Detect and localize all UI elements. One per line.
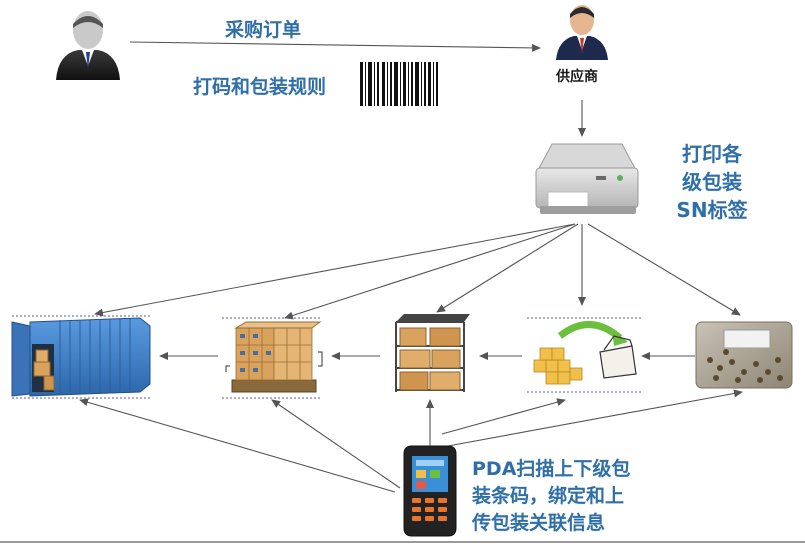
print-label-line-2: 级包装 [682,170,742,194]
print-labels-text: 打印各 级包装 SN标签 [652,140,772,224]
arrow-pda-to-item [447,389,743,447]
pallet-icon [225,321,323,393]
arrow-buyer-to-supplier [129,41,541,52]
pda-scanner-icon [403,445,457,537]
arrow-printer-to-container [94,223,576,317]
arrow-printer-to-pallet [284,223,576,320]
arrow-pda-to-container [79,398,396,493]
bottom-divider [0,541,805,543]
print-label-line-3: SN标签 [676,198,748,222]
label-printer-icon [535,143,639,214]
barcode-icon [360,62,438,106]
arrow-printer-to-shelf [436,223,579,313]
supplier-label: 供应商 [556,69,598,85]
arrow-pda-to-pallet [271,399,401,489]
coding-rules-label: 打码和包装规则 [193,76,327,98]
pda-line-1: PDA扫描上下级包 [472,458,631,480]
pda-description-text: PDA扫描上下级包 装条码，绑定和上 传包装关联信息 [472,456,630,537]
flow-arrows [79,41,743,493]
arrow-printer-to-item [587,223,741,316]
dashed-frames [12,315,642,399]
supplier-person-icon [556,5,608,60]
pda-line-3: 传包装关联信息 [472,512,606,534]
pda-line-2: 装条码，绑定和上 [472,485,625,507]
packaged-item-icon [695,321,793,389]
shipping-container-icon [11,317,151,397]
buyer-person-icon [56,11,120,80]
print-label-line-1: 打印各 [682,142,742,166]
arrow-pda-to-cartons [441,398,566,435]
small-cartons-icon [533,321,637,385]
shelf-cartons-icon [395,314,470,392]
purchase-order-label: 采购订单 [225,19,302,41]
